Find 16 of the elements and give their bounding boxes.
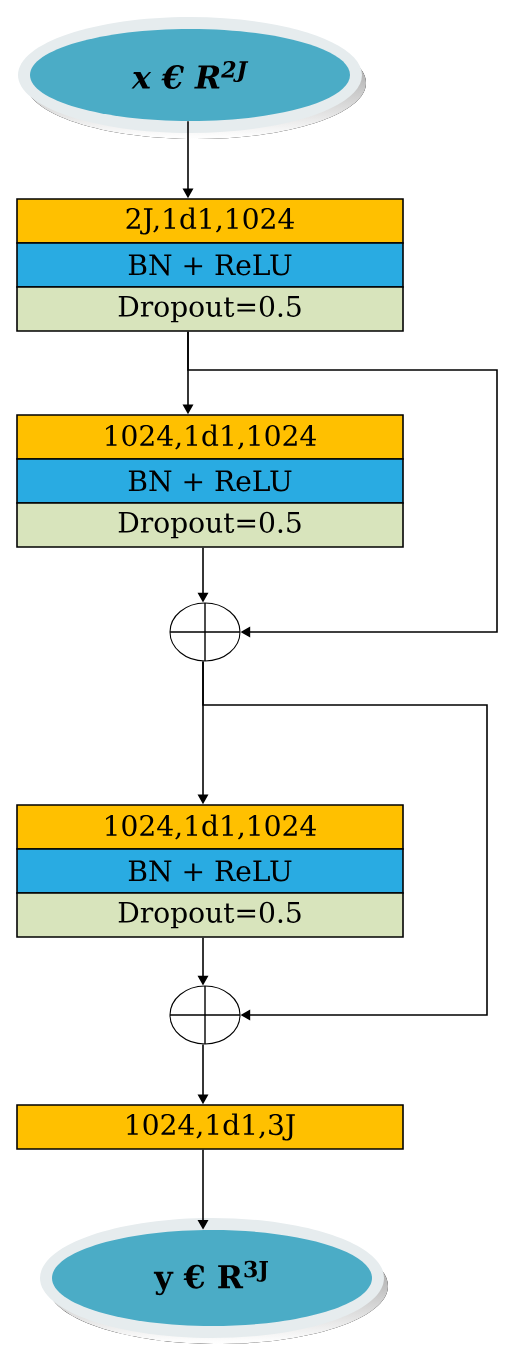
dropout-box: Dropout=0.5 <box>16 286 404 332</box>
activation-box: BN + ReLU <box>16 848 404 894</box>
layer-box: 1024,1d1,3J <box>16 1104 404 1150</box>
layer-box: 2J,1d1,1024 <box>16 198 404 244</box>
ellipse-node: y € R$^{3J}$ <box>40 1218 388 1344</box>
sum-circle <box>169 602 241 662</box>
arrow <box>202 660 488 1021</box>
dropout-box: Dropout=0.5 <box>16 502 404 548</box>
arrow <box>187 331 498 638</box>
sum-circle <box>169 985 241 1045</box>
activation-box: BN + ReLU <box>16 458 404 504</box>
ellipse-node: x € R$^{2J}$ <box>18 17 366 139</box>
activation-box: BN + ReLU <box>16 242 404 288</box>
layer-box: 1024,1d1,1024 <box>16 414 404 460</box>
layer-box: 1024,1d1,1024 <box>16 804 404 850</box>
dropout-box: Dropout=0.5 <box>16 892 404 938</box>
